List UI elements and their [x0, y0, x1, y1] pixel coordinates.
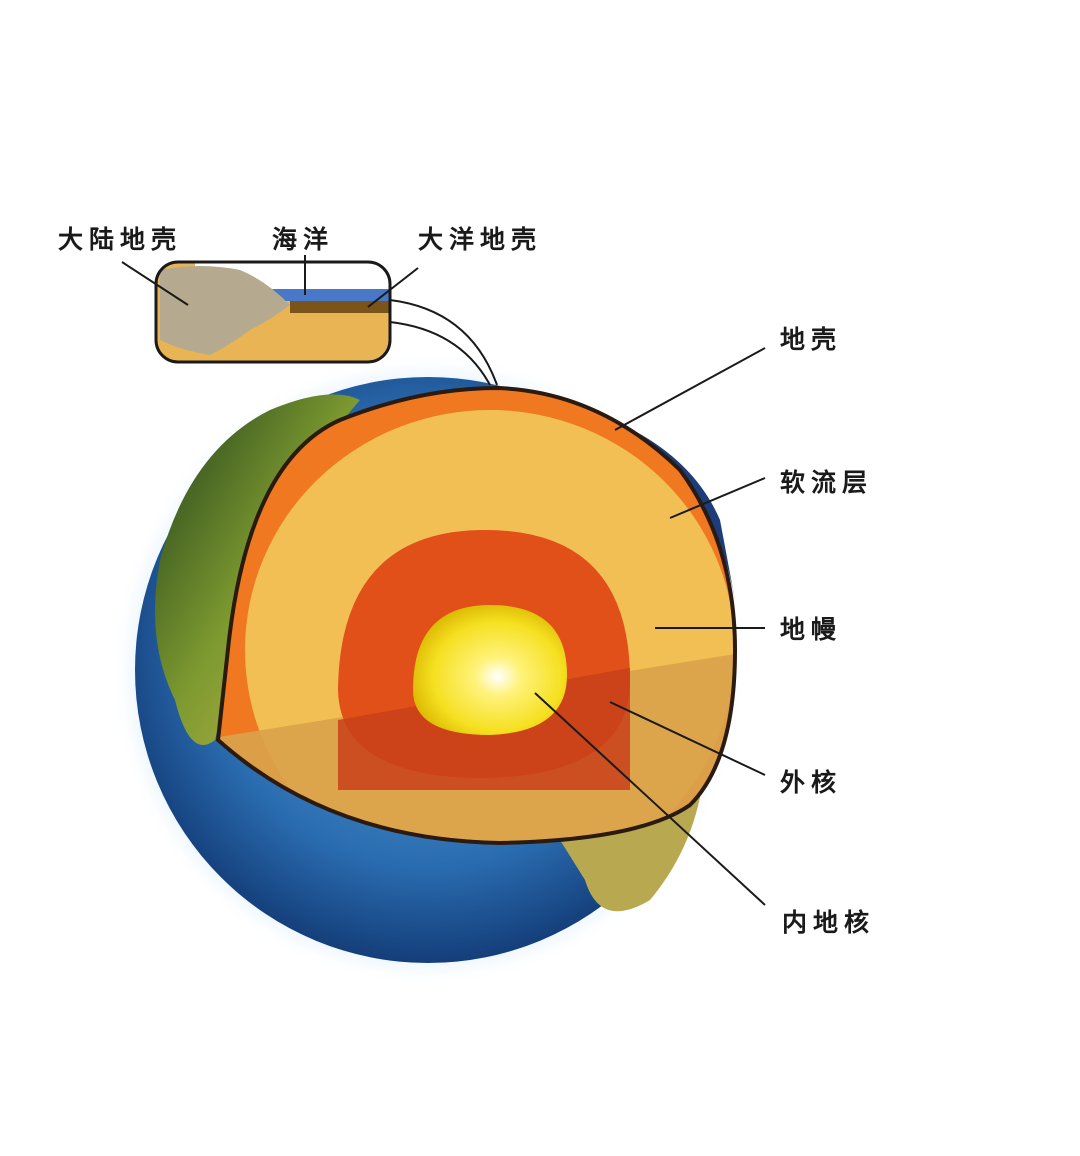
label-crust: 地壳 — [780, 325, 843, 354]
label-continental-crust: 大陆地壳 — [58, 225, 183, 254]
inset-continental-crust — [160, 266, 290, 355]
label-asthenosphere: 软流层 — [780, 468, 874, 497]
inset-oceanic-crust — [290, 301, 390, 313]
leader-lines — [121, 255, 766, 906]
label-ocean: 海洋 — [272, 225, 335, 254]
label-outer-core: 外核 — [780, 768, 843, 797]
label-inner-core: 内地核 — [782, 908, 876, 937]
label-oceanic-crust: 大洋地壳 — [418, 225, 543, 254]
cutaway-outline — [215, 385, 738, 846]
landmass-left — [155, 394, 360, 745]
inset-ocean — [250, 289, 390, 301]
cutaway-section — [218, 388, 735, 843]
label-mantle: 地幔 — [780, 615, 843, 644]
crust-inset — [154, 260, 498, 386]
